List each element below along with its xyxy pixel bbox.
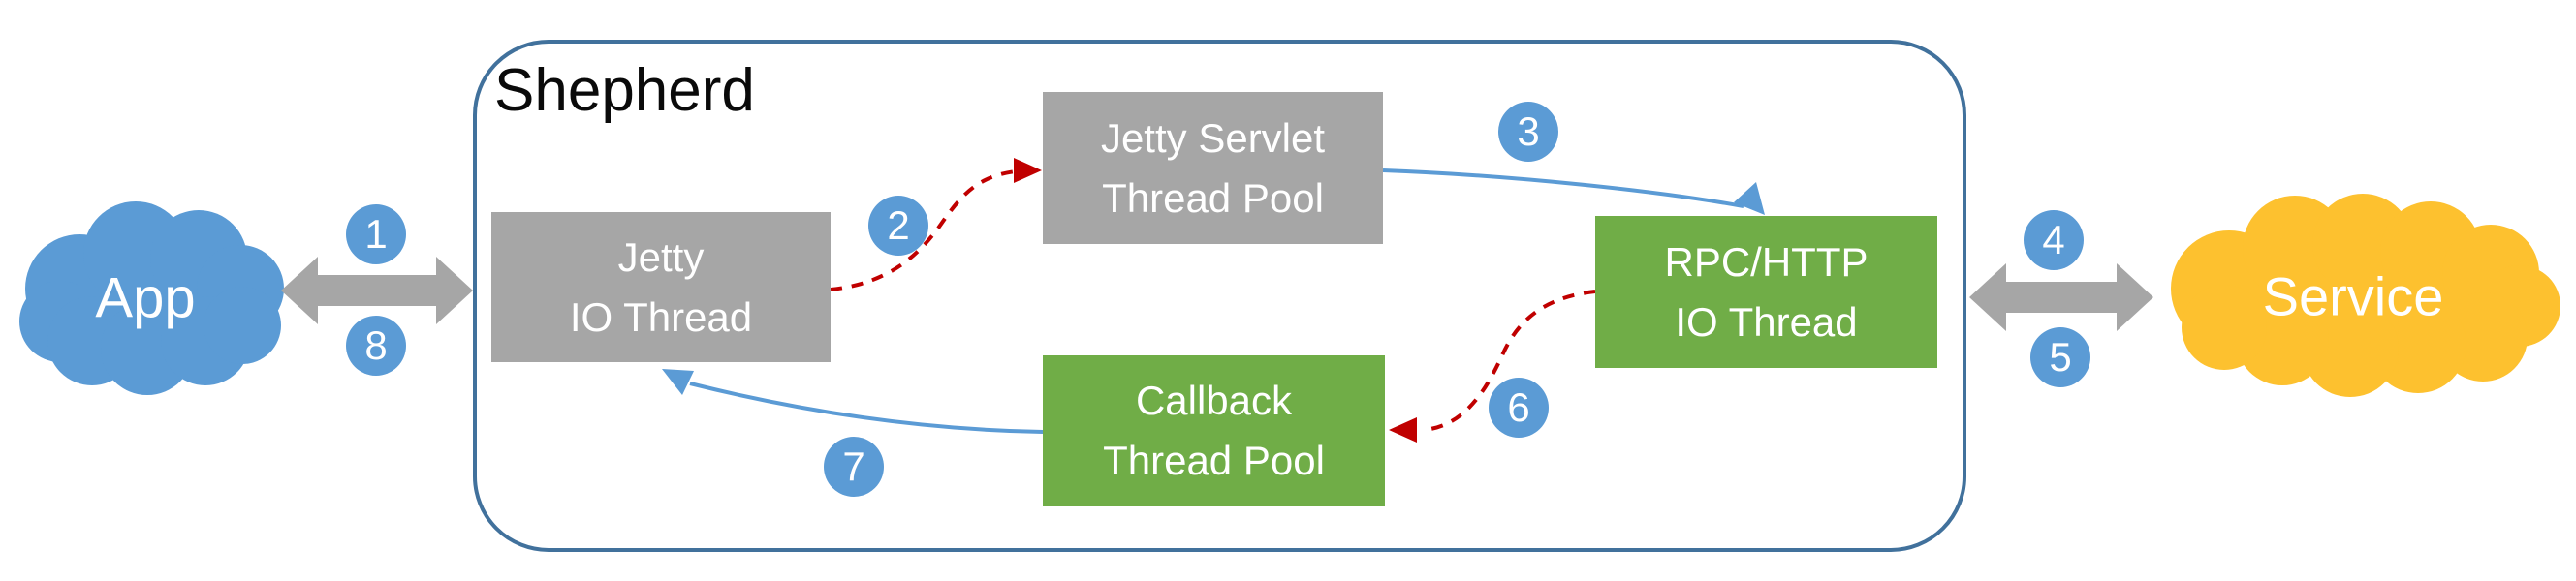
app-cloud-label: App <box>95 266 196 330</box>
step-badge-7: 7 <box>824 437 884 497</box>
rpc-http-line2: IO Thread <box>1675 298 1858 345</box>
step-badge-4: 4 <box>2024 210 2084 270</box>
step-badge-6: 6 <box>1489 378 1549 438</box>
step3-arrow <box>1382 168 1765 215</box>
rpc-http-io-thread-box: RPC/HTTP IO Thread <box>1595 216 1937 368</box>
shepherd-title: Shepherd <box>494 57 755 124</box>
step-badge-1: 1 <box>346 204 406 264</box>
step-badge-8: 8 <box>346 316 406 376</box>
callback-thread-pool-box: Callback Thread Pool <box>1043 355 1385 506</box>
step6-arrowhead <box>1389 417 1417 443</box>
step7-arrowhead <box>662 369 694 395</box>
step6-dashed-arrow <box>1389 290 1596 443</box>
step-badge-2: 2 <box>868 196 928 256</box>
rpc-http-line1: RPC/HTTP <box>1664 238 1869 285</box>
jetty-io-thread-line2: IO Thread <box>569 293 753 340</box>
service-cloud-label: Service <box>2262 265 2444 327</box>
jetty-servlet-thread-pool-box: Jetty Servlet Thread Pool <box>1043 92 1383 244</box>
step-badge-3: 3 <box>1498 102 1558 162</box>
app-shepherd-double-arrow <box>281 257 473 324</box>
jetty-io-thread-box: Jetty IO Thread <box>491 212 831 362</box>
jetty-io-thread-line1: Jetty <box>617 233 705 280</box>
jetty-servlet-line2: Thread Pool <box>1102 174 1324 221</box>
step2-arrowhead <box>1014 158 1042 183</box>
callback-line2: Thread Pool <box>1103 438 1325 483</box>
shepherd-service-double-arrow <box>1969 263 2153 331</box>
shepherd-container <box>473 40 1966 552</box>
service-cloud <box>2171 194 2560 397</box>
step3-arrowhead <box>1734 182 1765 215</box>
step-badge-5: 5 <box>2030 327 2090 387</box>
app-cloud <box>19 201 284 395</box>
callback-line1: Callback <box>1135 378 1293 423</box>
step7-arrow <box>662 369 1044 434</box>
step2-dashed-arrow <box>830 158 1042 291</box>
jetty-servlet-line1: Jetty Servlet <box>1100 114 1326 161</box>
